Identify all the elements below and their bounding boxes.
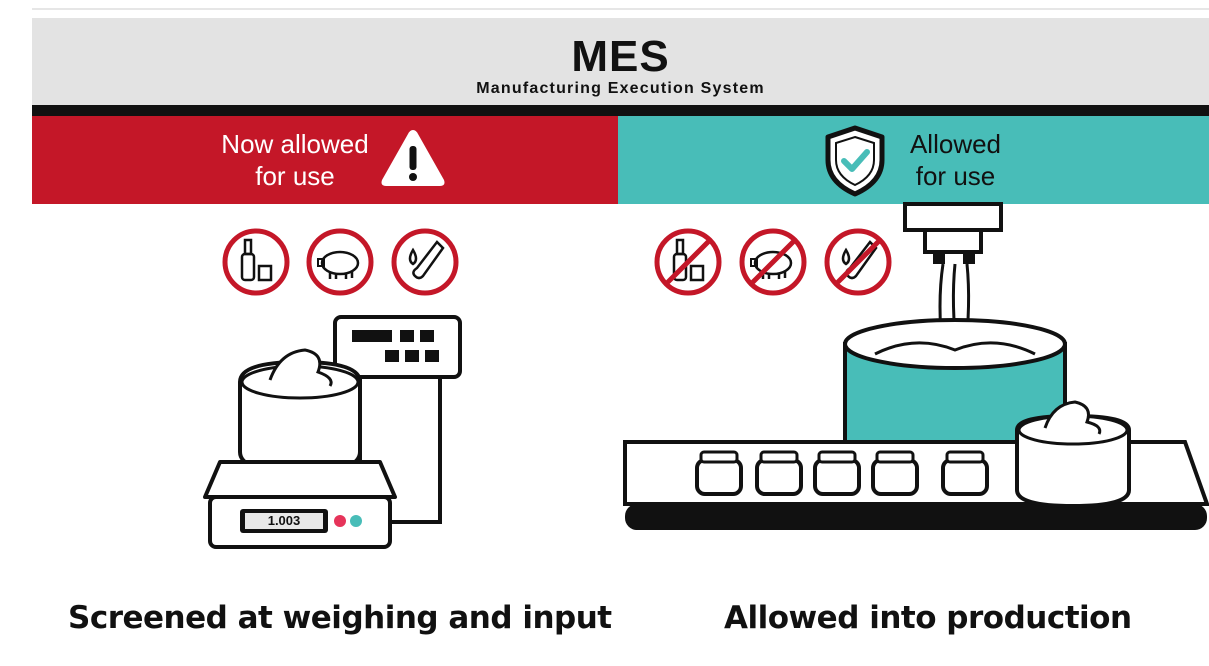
not-allowed-banner: Now allowed for use	[32, 116, 618, 204]
no-pork-icon	[306, 228, 374, 296]
header-subtitle: Manufacturing Execution System	[476, 80, 765, 97]
warning-icon	[381, 130, 445, 186]
header-underline	[32, 105, 1209, 116]
top-divider	[32, 8, 1209, 10]
allowed-line2: for use	[915, 161, 996, 191]
no-alcohol-icon-crossed	[654, 228, 722, 296]
allowed-line1: Allowed	[909, 129, 1002, 159]
shield-check-icon	[825, 125, 885, 197]
no-blood-icon	[391, 228, 459, 296]
not-allowed-line2: for use	[255, 161, 335, 191]
no-alcohol-icon	[222, 228, 290, 296]
allowed-banner: Allowed for use	[618, 116, 1209, 204]
weighing-scale-illustration	[203, 315, 462, 549]
header-title: MES	[571, 32, 670, 81]
mes-header: MES Manufacturing Execution System	[32, 18, 1209, 105]
not-allowed-line1: Now allowed	[221, 129, 369, 159]
no-pork-icon-crossed	[739, 228, 807, 296]
not-allowed-label: Now allowed for use	[200, 128, 390, 192]
allowed-label: Allowed for use	[888, 128, 1023, 192]
production-line-illustration	[623, 202, 1209, 530]
right-caption: Allowed into production	[724, 600, 1132, 636]
left-caption: Screened at weighing and input	[68, 600, 612, 636]
scale-readout: 1.003	[267, 513, 301, 528]
no-blood-icon-crossed	[824, 228, 892, 296]
